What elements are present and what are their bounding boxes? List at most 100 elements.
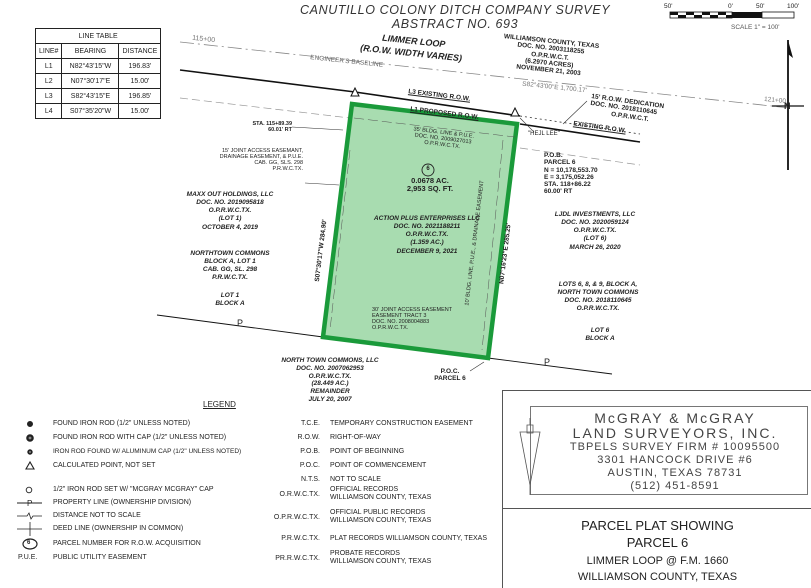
scale-label: SCALE 1" = 100' [731, 24, 780, 31]
abbreviation: P.O.B. [300, 448, 320, 455]
plat-title: PARCEL PLAT SHOWING [581, 518, 734, 533]
dedication-dotted-line [519, 115, 641, 135]
company-name: McGRAY & McGRAY [594, 410, 756, 426]
plumb-bob-logo-icon [519, 418, 541, 495]
plat-county: WILLIAMSON COUNTY, TEXAS [577, 571, 738, 583]
parcel-number: 6 [426, 166, 430, 172]
abbreviation-meaning: RIGHT-OF-WAY [330, 434, 381, 441]
row-dashed-line [179, 97, 351, 119]
address-line: AUSTIN, TEXAS 78731 [607, 467, 743, 479]
leader-line [519, 117, 535, 133]
parcel-6-area [320, 101, 520, 361]
legend-item: PARCEL NUMBER FOR R.O.W. ACQUISITION [53, 540, 201, 547]
legend-item: CALCULATED POINT, NOT SET [53, 462, 156, 469]
abbreviation-meaning: NOT TO SCALE [330, 476, 381, 483]
abbreviation: PR.R.W.C.TX. [275, 555, 320, 562]
abbreviation-meaning: POINT OF COMMENCEMENT [330, 462, 427, 469]
distance-cell: 196.83' [118, 58, 162, 74]
abbreviation: R.O.W. [297, 434, 320, 441]
distance-cell: 15.00' [118, 103, 162, 119]
bearing-cell: N07°30'17"E [61, 73, 120, 89]
line-cell: L1 [34, 58, 63, 74]
abbreviation: O.P.R.W.C.TX. [273, 514, 320, 521]
bearing-cell: N82°43'15"W [61, 58, 120, 74]
abbreviation: T.C.E. [300, 420, 320, 427]
legend-item: PUBLIC UTILITY EASEMENT [53, 554, 147, 561]
abbreviation-meaning: PLAT RECORDS WILLIAMSON COUNTY, TEXAS [330, 535, 488, 542]
building-line-west [329, 149, 351, 331]
scale-tick: 100' [787, 3, 800, 10]
survey-title: CANUTILLO COLONY DITCH COMPANY SURVEY [300, 3, 611, 17]
abbreviation: P.R.W.C.TX. [281, 535, 320, 542]
abbreviation: P.O.C. [299, 462, 320, 469]
north-label: N [784, 101, 791, 111]
line-cell: L3 [34, 88, 63, 104]
phone-number: (512) 451-8591 [630, 480, 720, 492]
engineers-baseline [179, 41, 791, 109]
parcel-number-symbol [421, 163, 435, 177]
abbreviation: O.R.W.C.TX. [279, 491, 320, 498]
row-dashed-line-east [519, 147, 641, 166]
north-arrow-icon [772, 40, 804, 170]
property-line-symbol: P [544, 357, 550, 367]
company-box [530, 406, 808, 495]
legend-item: DEED LINE (OWNERSHIP IN COMMON) [53, 525, 184, 532]
abbreviation: N.T.S. [300, 476, 320, 483]
leader-line [562, 100, 588, 125]
scale-tick: 0' [728, 3, 733, 10]
legend-symbols: P [17, 421, 42, 550]
line-cell: L4 [34, 103, 63, 119]
line-cell: L2 [34, 73, 63, 89]
firm-number: TBPELS SURVEY FIRM # 10095500 [569, 441, 781, 453]
joint-access-easement-west: 15' JOINT ACCESS EASEMANT,DRAINAGE EASEM… [219, 148, 303, 173]
leader-line [291, 126, 344, 131]
legend-item: IRON ROD FOUND W/ ALUMINUM CAP (1/2" UNL… [53, 448, 242, 455]
scale-tick: 50' [756, 3, 765, 10]
parcel-area: 0.0678 AC.2,953 SQ. FT. [406, 176, 454, 194]
pue-symbol: P.U.E. [18, 554, 38, 561]
abbreviation-meaning: TEMPORARY CONSTRUCTION EASEMENT [330, 420, 473, 427]
bearing-cell: S82°43'15"E [61, 88, 120, 104]
column-header: BEARING [61, 43, 120, 59]
legend-item: FOUND IRON ROD WITH CAP (1/2" UNLESS NOT… [53, 434, 227, 441]
title-block-frame [502, 390, 811, 588]
distance-cell: 196.85' [118, 88, 162, 104]
building-line-north [353, 117, 516, 138]
legend-item: 1/2" IRON ROD SET W/ "MCGRAY MCGRAY" CAP [53, 486, 214, 493]
heil-lee-label: "HEJL LEE" [528, 131, 560, 137]
column-header: DISTANCE [118, 43, 162, 59]
scale-tick: 50' [664, 3, 673, 10]
building-line-east [481, 139, 504, 351]
abstract-number: ABSTRACT NO. 693 [391, 17, 519, 31]
legend-item: FOUND IRON ROD (1/2" UNLESS NOTED) [53, 420, 191, 427]
plat-parcel: PARCEL 6 [626, 535, 689, 550]
lots-6-8-9: LOTS 6, 8, & 9, BLOCK A,NORTH TOWN COMMO… [557, 281, 639, 313]
abbreviation-meaning: POINT OF BEGINNING [330, 448, 405, 455]
scale-bar [669, 11, 795, 19]
plat-location: LIMMER LOOP @ F.M. 1660 [586, 555, 729, 567]
leader-line [469, 361, 485, 372]
calculated-point-icon [350, 86, 360, 97]
bearing-cell: S07°35'20"W [61, 103, 120, 119]
legend-title: LEGEND [203, 400, 236, 409]
existing-row-line-east [519, 123, 641, 143]
company-type: LAND SURVEYORS, INC. [572, 425, 778, 441]
property-line-symbol: P [237, 318, 243, 328]
